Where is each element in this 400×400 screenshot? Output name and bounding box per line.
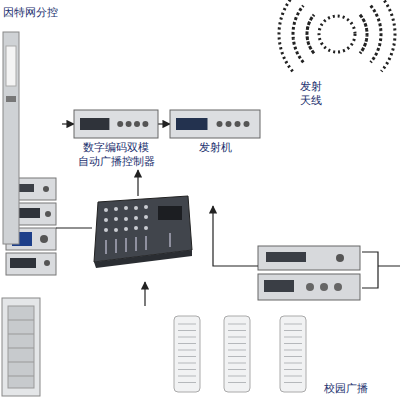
bracket-wire: [362, 252, 400, 288]
device-label: 校园广播: [324, 382, 368, 396]
device-illustration: [255, 0, 400, 112]
device-node: 发射天线: [255, 0, 400, 112]
wall-speaker: [2, 298, 40, 396]
signal-arrow: [137, 170, 138, 196]
device-illustration: [170, 110, 260, 138]
signal-arrow: [213, 206, 258, 266]
device-node: 校园广播: [168, 312, 370, 398]
device-label: 因特网分控: [3, 6, 62, 20]
signal-connector: [62, 123, 74, 124]
device-label: 发射机: [170, 141, 260, 155]
device-illustration: [3, 6, 23, 246]
mixer: [94, 196, 192, 268]
amplifier-units: [258, 246, 360, 300]
device-label: 发射天线: [300, 80, 324, 108]
device-label: 数字编码双模 自动广播控制器: [74, 141, 158, 169]
device-illustration: [74, 110, 158, 138]
signal-arrow: [144, 282, 145, 306]
device-node: 数字编码双模 自动广播控制器: [74, 110, 158, 169]
signal-connector: [158, 123, 170, 124]
device-node: 因特网分控: [3, 6, 62, 246]
signal-wire: [56, 227, 92, 228]
device-node: 发射机: [170, 110, 260, 155]
